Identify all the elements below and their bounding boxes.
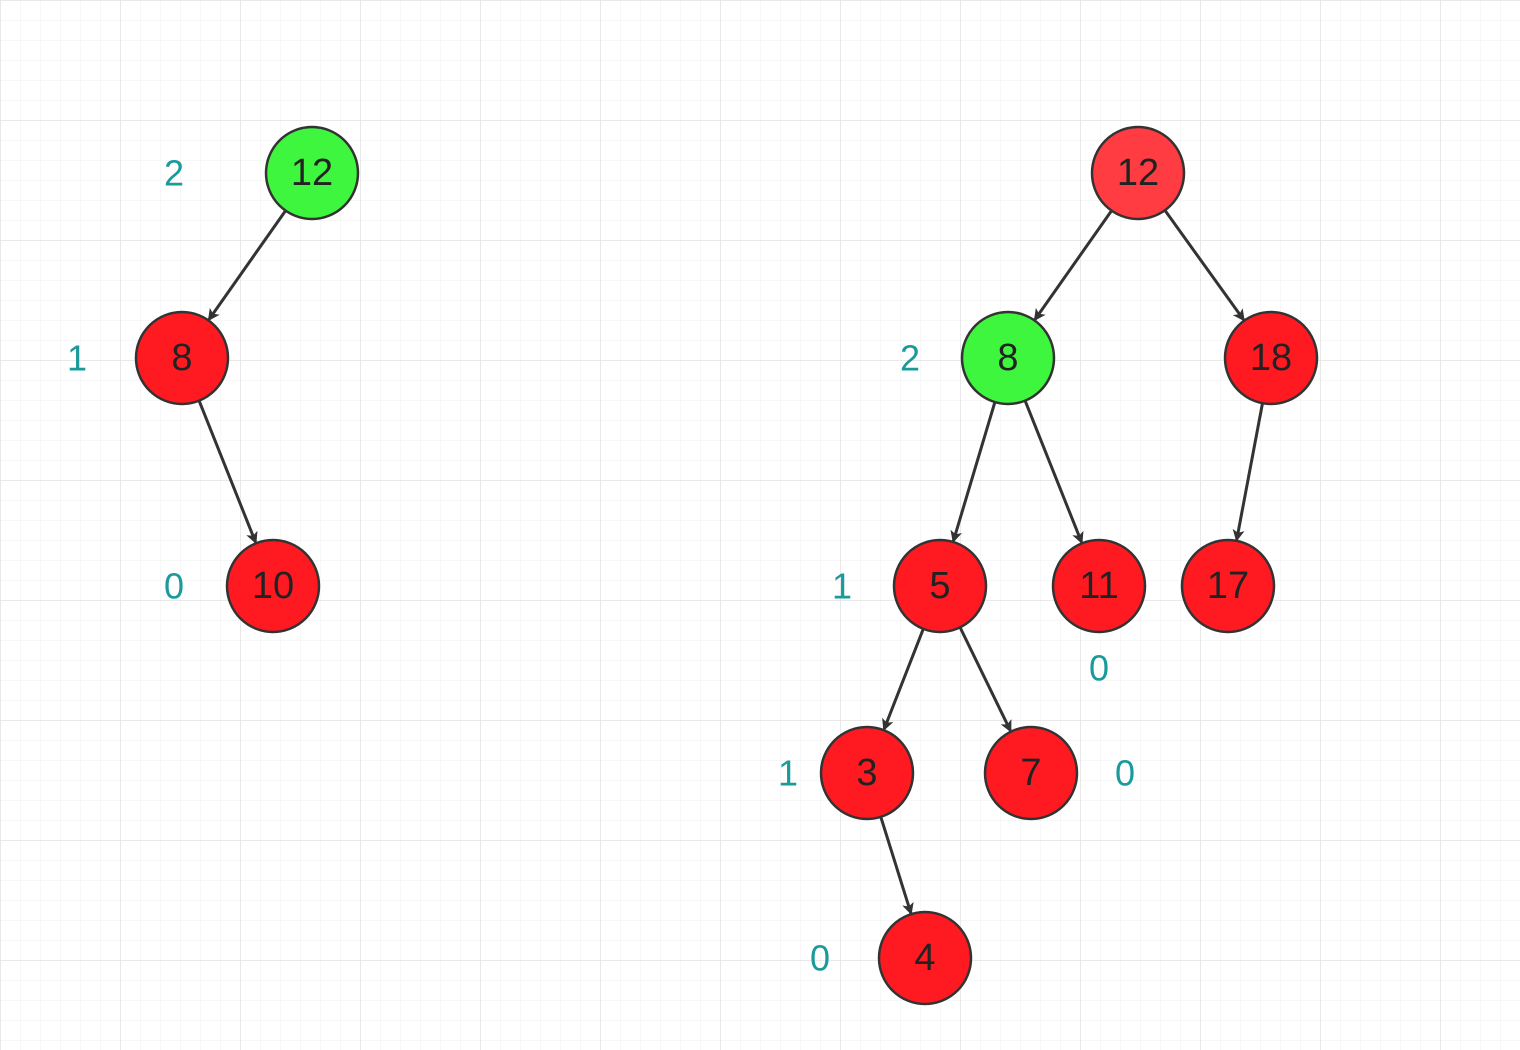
- side-label-L10: 0: [164, 566, 184, 607]
- tree-node-R18: 18: [1223, 310, 1319, 406]
- node-circle: [819, 725, 915, 821]
- side-label-R5: 1: [832, 566, 852, 607]
- tree-node-R4: 4: [877, 910, 973, 1006]
- node-value: 4: [914, 937, 935, 979]
- edge-R12-to-R18: [1163, 209, 1245, 322]
- tree-node-R3: 3: [819, 725, 915, 821]
- node-value: 10: [252, 565, 294, 607]
- tree-node-R5: 5: [892, 538, 988, 634]
- edges-layer: [197, 209, 1264, 916]
- edge-R3-to-R4: [879, 816, 914, 916]
- node-circle: [134, 310, 230, 406]
- node-circle: [892, 538, 988, 634]
- edge-R8-to-R11: [1023, 400, 1084, 545]
- edge-R12-to-R8: [1033, 209, 1113, 322]
- node-circle: [983, 725, 1079, 821]
- edge-R18-to-R17: [1232, 402, 1264, 542]
- tree-node-L12: 12: [264, 125, 360, 221]
- node-value: 17: [1207, 565, 1249, 607]
- tree-node-R17: 17: [1180, 538, 1276, 634]
- node-value: 12: [291, 152, 333, 194]
- edge-R8-to-R5: [950, 401, 997, 543]
- node-value: 11: [1079, 565, 1118, 607]
- node-circle: [1223, 310, 1319, 406]
- edge-L12-to-L8: [207, 209, 287, 322]
- node-value: 12: [1117, 152, 1159, 194]
- node-value: 5: [929, 565, 950, 607]
- node-circle: [960, 310, 1056, 406]
- node-value: 18: [1250, 337, 1292, 379]
- tree-node-R7: 7: [983, 725, 1079, 821]
- side-label-L8: 1: [67, 338, 87, 379]
- side-label-R11: 0: [1089, 648, 1109, 689]
- node-value: 3: [856, 752, 877, 794]
- edge-R5-to-R7: [958, 626, 1012, 733]
- node-circle: [1180, 538, 1276, 634]
- node-value: 7: [1020, 752, 1041, 794]
- tree-node-R11: 11: [1051, 538, 1147, 634]
- side-label-R7: 0: [1115, 753, 1135, 794]
- tree-node-L10: 10: [225, 538, 321, 634]
- node-circle: [877, 910, 973, 1006]
- edge-L8-to-L10: [197, 400, 258, 545]
- node-circle: [1051, 538, 1147, 634]
- tree-node-R8: 8: [960, 310, 1056, 406]
- tree-node-L8: 8: [134, 310, 230, 406]
- side-label-L12: 2: [164, 153, 184, 194]
- side-label-R4: 0: [810, 938, 830, 979]
- tree-node-R12: 12: [1090, 125, 1186, 221]
- side-label-R3: 1: [778, 753, 798, 794]
- node-circle: [264, 125, 360, 221]
- node-value: 8: [997, 337, 1018, 379]
- edge-R5-to-R3: [882, 628, 925, 732]
- node-circle: [225, 538, 321, 634]
- side-label-R8: 2: [900, 338, 920, 379]
- node-value: 8: [171, 337, 192, 379]
- node-circle: [1090, 125, 1186, 221]
